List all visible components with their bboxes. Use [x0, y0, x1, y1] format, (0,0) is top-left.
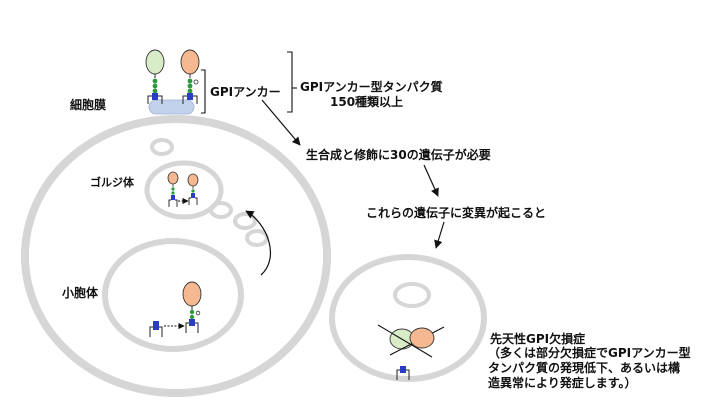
- membrane-protein-orange: [180, 49, 200, 104]
- diseased-cell-ring: [329, 254, 487, 382]
- er-protein-mature: [182, 281, 202, 333]
- label-proteins-line2: 150種類以上: [330, 95, 404, 109]
- label-mutation: これらの遺伝子に変異が起こると: [366, 206, 547, 220]
- cell-outer-ring: [21, 115, 331, 397]
- label-vesicle: 小胞体: [62, 286, 99, 300]
- defective-protein-orange: [409, 327, 435, 349]
- membrane-patch: [148, 99, 195, 115]
- transport-arrow: [245, 210, 271, 276]
- transport-vesicle-3: [233, 212, 257, 230]
- transport-vesicle-4: [245, 229, 269, 247]
- er-protein-precursor: [149, 321, 163, 337]
- disease-desc-line3: 造異常により発症します。）: [488, 376, 637, 390]
- label-disease-description: （多くは部分欠損症でGPIアンカー型 タンパク質の発現低下、あるいは構 造異常に…: [488, 346, 712, 391]
- transport-vesicle-1: [150, 138, 174, 156]
- disease-desc-line2: タンパク質の発現低下、あるいは構: [488, 361, 681, 375]
- golgi-ring: [144, 160, 224, 220]
- arrow-to-diseased-cell: [434, 221, 445, 249]
- arrow-to-mutation: [423, 164, 439, 197]
- disease-desc-line1: （多くは部分欠損症でGPIアンカー型: [488, 346, 691, 360]
- protein-brace: [287, 51, 293, 113]
- golgi-protein-2: [187, 173, 199, 205]
- membrane-protein-green: [145, 49, 165, 104]
- golgi-protein-1: [167, 171, 179, 207]
- label-membrane: 細胞膜: [70, 98, 107, 112]
- label-disease-title: 先天性GPI欠損症: [490, 332, 586, 346]
- label-golgi: ゴルジ体: [90, 176, 134, 189]
- defective-anchor: [396, 366, 410, 380]
- label-gpi-anchor: GPIアンカー: [210, 85, 281, 99]
- defective-protein-green: [377, 324, 445, 358]
- label-proteins-line1: GPIアンカー型タンパク質: [300, 80, 443, 94]
- label-genes: 生合成と修飾に30の遺伝子が必要: [306, 148, 491, 162]
- er-ring: [102, 238, 244, 352]
- arrow-to-genes: [261, 99, 301, 146]
- gpi-anchor-bracket: [201, 69, 206, 114]
- diseased-cell-vesicle: [393, 282, 431, 308]
